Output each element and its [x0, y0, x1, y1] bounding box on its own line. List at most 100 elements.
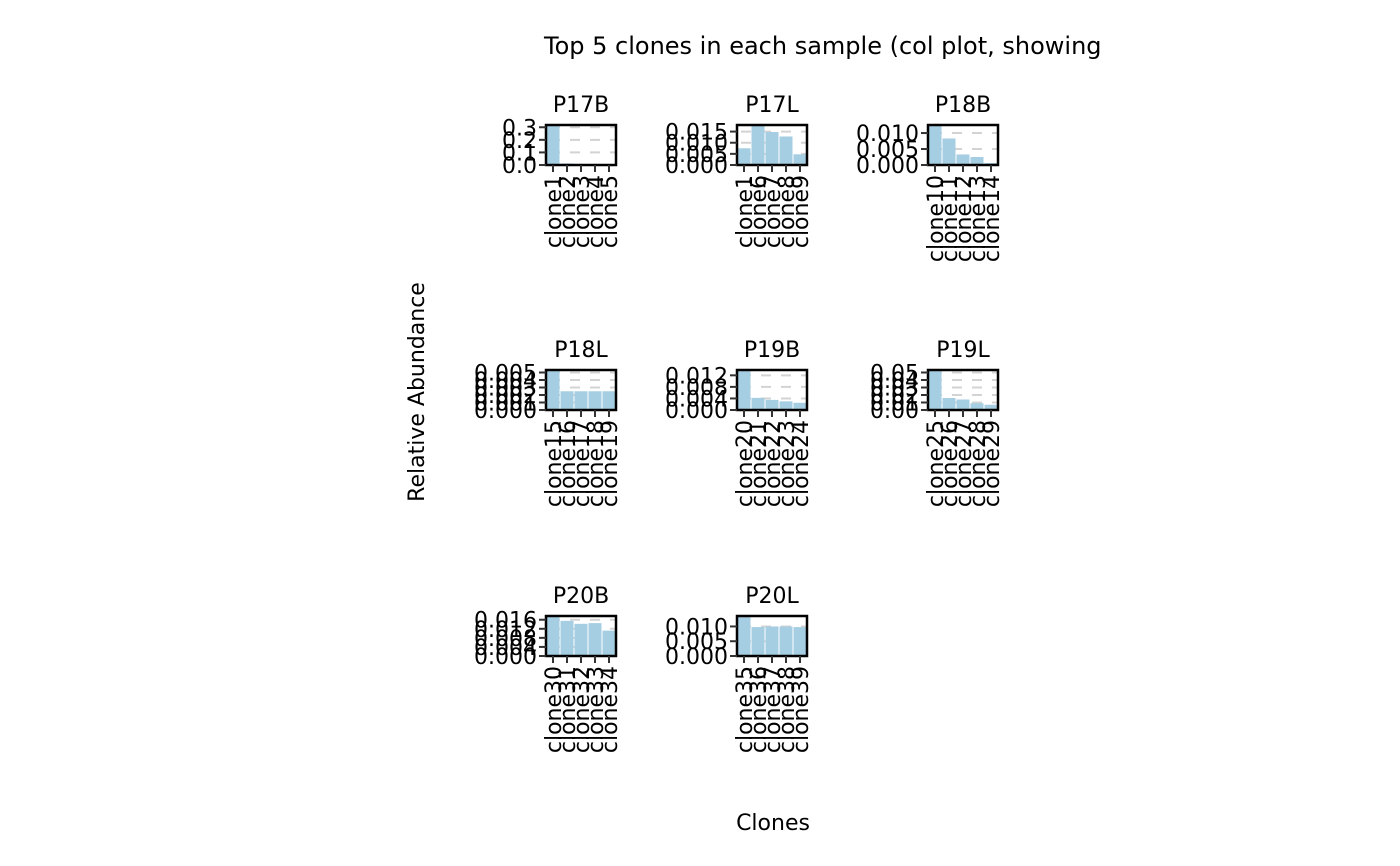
bar-clone13 [970, 157, 984, 165]
x-tick-label: clone24 [789, 420, 814, 507]
x-tick-label: clone4 [584, 175, 609, 248]
y-tick-label: 0.01 [870, 392, 919, 417]
bar-clone21 [751, 397, 765, 410]
x-tick-label: clone35 [733, 666, 758, 753]
facet-panel-p17l: P17L0.0000.0050.0100.015clone1clone6clon… [665, 93, 814, 248]
y-tick-label: 0.005 [665, 143, 728, 168]
x-tick-label: clone8 [775, 175, 800, 248]
x-tick-label: clone15 [542, 420, 567, 507]
facet-title: P17L [745, 93, 799, 118]
y-tick-label: 0.000 [665, 399, 728, 424]
y-tick-label: 0.010 [665, 132, 728, 157]
x-tick-label: clone3 [570, 175, 595, 248]
bar-clone23 [779, 401, 793, 410]
x-tick-label: clone28 [966, 420, 991, 507]
x-tick-label: clone2 [556, 175, 581, 248]
y-tick-label: 0.04 [870, 369, 919, 394]
bar-clone35 [737, 617, 751, 656]
y-tick-label: 0.003 [474, 377, 537, 402]
y-tick-label: 0.002 [474, 384, 537, 409]
bar-clone33 [588, 623, 602, 656]
x-tick-label: clone9 [789, 175, 814, 248]
x-tick-label: clone34 [598, 666, 623, 753]
y-tick-label: 0.004 [665, 387, 728, 412]
facet-panel-p19b: P19B0.0000.0040.0080.012clone20clone21cl… [665, 338, 814, 507]
bar-clone28 [970, 403, 984, 410]
facet-panel-p20b: P20B0.0000.0040.0080.0120.016clone30clon… [474, 584, 623, 753]
x-tick-label: clone19 [598, 420, 623, 507]
y-axis-label: Relative Abundance [405, 282, 430, 502]
x-tick-label: clone13 [966, 175, 991, 262]
y-tick-label: 0.004 [474, 369, 537, 394]
bar-clone25 [928, 371, 942, 410]
bar-clone22 [765, 399, 779, 410]
y-tick-label: 0.000 [665, 154, 728, 179]
x-tick-label: clone7 [761, 175, 786, 248]
y-tick-label: 0.000 [665, 645, 728, 670]
bar-clone15 [546, 371, 560, 410]
y-tick-label: 0.016 [474, 609, 537, 634]
bar-clone16 [560, 391, 574, 410]
facet-title: P18L [554, 338, 608, 363]
bar-clone7 [765, 132, 779, 165]
x-tick-label: clone29 [980, 420, 1005, 507]
x-tick-label: clone14 [980, 175, 1005, 262]
x-tick-label: clone30 [542, 666, 567, 753]
x-tick-label: clone22 [761, 420, 786, 507]
bar-clone6 [751, 126, 765, 165]
x-tick-label: clone31 [556, 666, 581, 753]
bar-clone27 [956, 399, 970, 410]
x-tick-label: clone18 [584, 420, 609, 507]
y-tick-label: 0.001 [474, 392, 537, 417]
bar-clone18 [588, 391, 602, 410]
bar-clone12 [956, 154, 970, 165]
bar-clone11 [942, 138, 956, 165]
x-tick-label: clone27 [952, 420, 977, 507]
x-tick-label: clone32 [570, 666, 595, 753]
chart-title: Top 5 clones in each sample (col plot, s… [543, 32, 1102, 60]
x-tick-label: clone37 [761, 666, 786, 753]
x-tick-label: clone17 [570, 420, 595, 507]
facet-title: P17B [553, 93, 609, 118]
facet-title: P19B [744, 338, 800, 363]
facet-title: P20L [745, 584, 799, 609]
bar-clone1 [546, 126, 560, 165]
y-tick-label: 0.02 [870, 384, 919, 409]
bar-clone37 [765, 626, 779, 656]
bar-clone19 [602, 391, 616, 410]
bar-clone20 [737, 371, 751, 410]
bar-clone30 [546, 617, 560, 656]
y-tick-label: 0.010 [856, 122, 919, 147]
facet-title: P18B [935, 93, 991, 118]
x-tick-label: clone21 [747, 420, 772, 507]
x-tick-label: clone26 [938, 420, 963, 507]
bar-clone8 [779, 136, 793, 165]
x-tick-label: clone12 [952, 175, 977, 262]
x-tick-label: clone38 [775, 666, 800, 753]
x-tick-label: clone16 [556, 420, 581, 507]
bar-clone1 [737, 148, 751, 165]
y-tick-label: 0.00 [870, 399, 919, 424]
bar-clone39 [793, 627, 807, 656]
y-tick-label: 0.1 [502, 141, 537, 166]
y-tick-label: 0.010 [665, 615, 728, 640]
x-tick-label: clone10 [924, 175, 949, 262]
facet-panel-p18b: P18B0.0000.0050.010clone10clone11clone12… [856, 93, 1005, 262]
x-tick-label: clone5 [598, 175, 623, 248]
y-tick-label: 0.000 [856, 154, 919, 179]
bar-clone26 [942, 398, 956, 410]
y-tick-label: 0.3 [502, 116, 537, 141]
y-tick-label: 0.005 [474, 362, 537, 387]
y-tick-label: 0.012 [665, 364, 728, 389]
y-tick-label: 0.000 [474, 645, 537, 670]
y-tick-label: 0.005 [665, 630, 728, 655]
bar-clone34 [602, 630, 616, 656]
bar-clone38 [779, 626, 793, 656]
x-tick-label: clone1 [733, 175, 758, 248]
x-tick-label: clone36 [747, 666, 772, 753]
y-tick-label: 0.012 [474, 618, 537, 643]
y-tick-label: 0.000 [474, 399, 537, 424]
